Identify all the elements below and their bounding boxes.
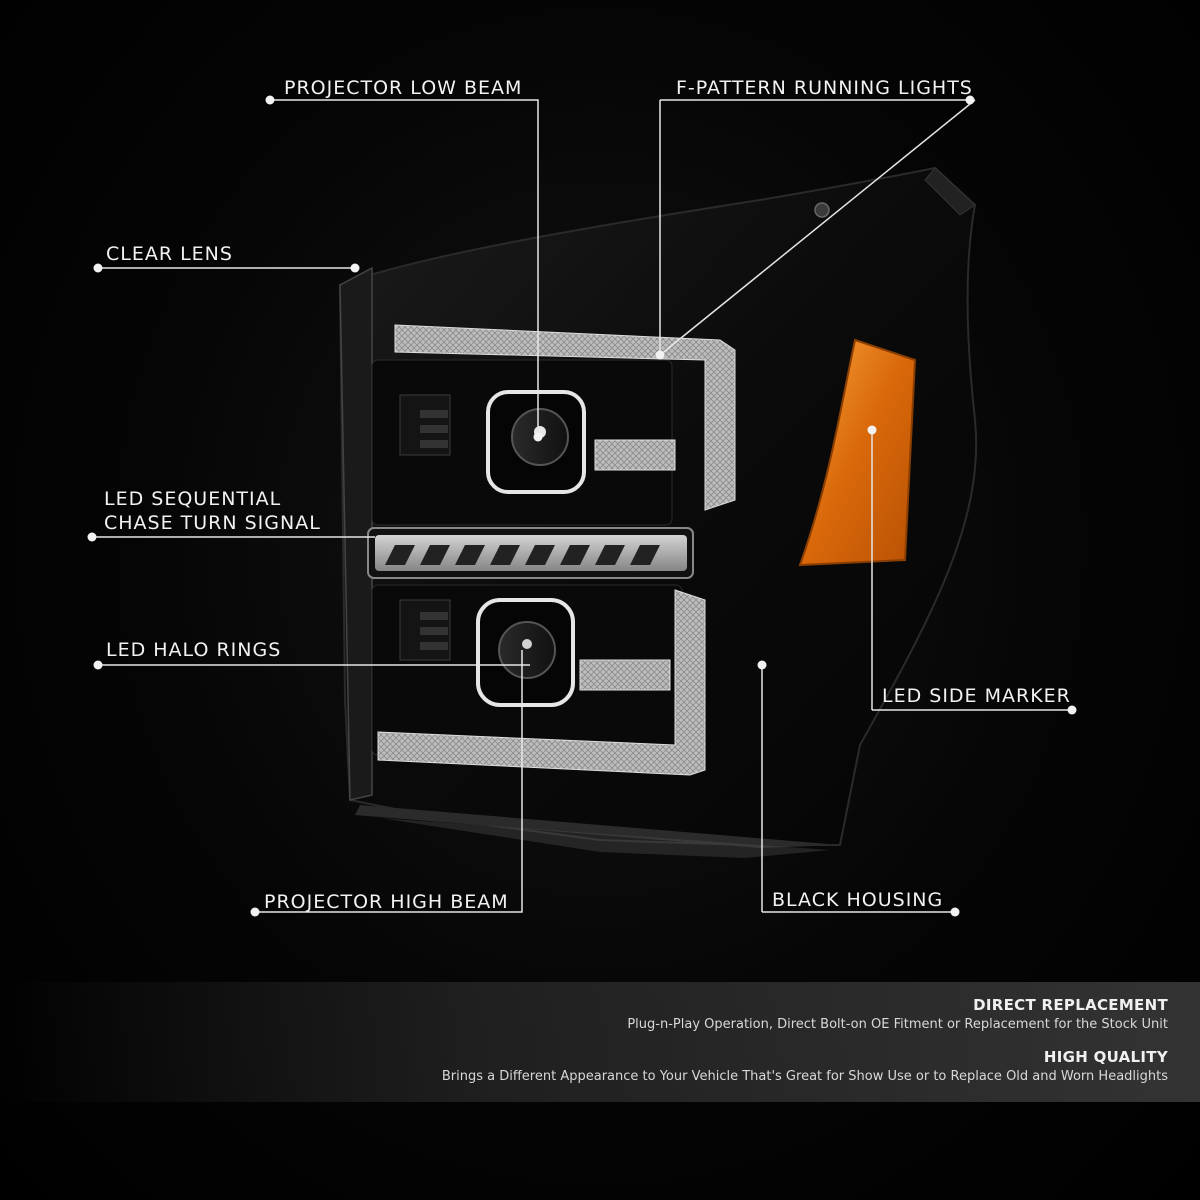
callout-f-pattern-running-lights: F-PATTERN RUNNING LIGHTS bbox=[676, 77, 973, 99]
f-pattern-strip-upper bbox=[394, 324, 736, 511]
upper-module bbox=[371, 324, 736, 526]
feature-description: Brings a Different Appearance to Your Ve… bbox=[441, 1069, 1168, 1084]
callout-led-sequential-turn-signal: LED SEQUENTIAL CHASE TURN SIGNAL bbox=[104, 488, 321, 534]
feature-heading: DIRECT REPLACEMENT bbox=[973, 996, 1168, 1014]
callout-led-side-marker: LED SIDE MARKER bbox=[882, 685, 1071, 707]
feature-heading: HIGH QUALITY bbox=[1043, 1048, 1168, 1066]
feature-direct-replacement: DIRECT REPLACEMENT Plug-n-Play Operation… bbox=[627, 996, 1168, 1032]
f-pattern-strip-lower bbox=[377, 589, 706, 776]
high-beam-projector-lens bbox=[498, 621, 556, 679]
feature-high-quality: HIGH QUALITY Brings a Different Appearan… bbox=[442, 1048, 1168, 1084]
led-side-marker-lens bbox=[798, 338, 917, 567]
feature-banner: DIRECT REPLACEMENT Plug-n-Play Operation… bbox=[0, 982, 1200, 1102]
mounting-bolt-icon bbox=[814, 202, 830, 218]
callout-lines bbox=[92, 99, 1072, 913]
callout-clear-lens: CLEAR LENS bbox=[106, 243, 233, 265]
sequential-turn-signal-bar bbox=[367, 527, 694, 579]
callout-dots bbox=[87, 95, 1077, 917]
callout-projector-low-beam: PROJECTOR LOW BEAM bbox=[284, 77, 523, 99]
feature-description: Plug-n-Play Operation, Direct Bolt-on OE… bbox=[627, 1017, 1168, 1032]
callout-led-halo-rings: LED HALO RINGS bbox=[106, 639, 282, 661]
clear-lens-edge bbox=[339, 266, 373, 801]
callout-black-housing: BLACK HOUSING bbox=[772, 889, 944, 911]
lower-module bbox=[371, 584, 706, 776]
callout-projector-high-beam: PROJECTOR HIGH BEAM bbox=[264, 891, 509, 913]
